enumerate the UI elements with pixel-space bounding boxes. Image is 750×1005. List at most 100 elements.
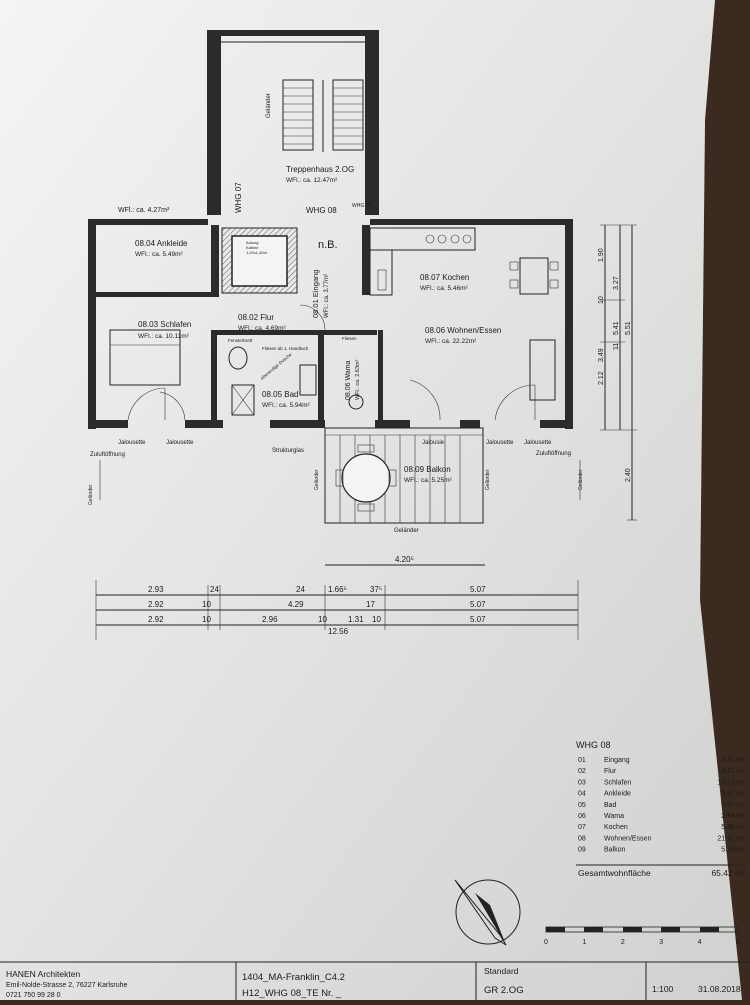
area-row-value: 4.71 m² <box>721 768 745 775</box>
balkon-name: 08.09 Balkon <box>404 465 451 474</box>
flur-name: 08.02 Flur <box>238 313 274 322</box>
area-row-room: Eingang <box>604 757 630 764</box>
area-row-room: Balkon <box>604 847 626 854</box>
right-dimension-chain: 1.90 3.27 10 5.41 5.51 3.49 2.12 11 2.40 <box>598 224 637 521</box>
dining-table <box>509 257 559 295</box>
title-block: HANEN Architekten Emil-Nolde-Strasse 2, … <box>0 961 750 1000</box>
dim-row1-4: 1.66⁵ <box>328 585 347 594</box>
area-row-value: 5.52 m² <box>721 791 745 798</box>
dim-row3-5: 1.31 <box>348 615 364 624</box>
dim-row3-6: 10 <box>372 615 381 624</box>
aufzug-line1: Aufzug <box>246 240 258 245</box>
dim-row1-6: 5.07 <box>470 585 486 594</box>
bad-name: 08.05 Bad <box>262 390 298 399</box>
dim-row2-3: 4.29 <box>288 600 304 609</box>
firm-phone: 0721 750 99 28 0 <box>6 992 61 999</box>
dim-row1-3: 24 <box>296 585 305 594</box>
area-row-value: 5.97 m² <box>721 802 745 809</box>
balcony <box>324 427 484 524</box>
fensterbrett-label: Fensterbrett <box>228 338 253 343</box>
balkon-area: WFl.: ca. 5.25m² <box>404 477 453 484</box>
scale-bar-label: 5 <box>736 939 740 946</box>
date-label: 31.08.2018 <box>698 984 741 994</box>
area-row-number: 07 <box>578 824 586 831</box>
dim-right-5: 5.51 <box>625 321 632 335</box>
dim-row3-3: 2.96 <box>262 615 278 624</box>
bottom-dimension-chain: 4.20⁵ 2.93 24 24 1.66⁵ 37⁵ 5.07 2.92 10 … <box>95 555 579 640</box>
north-arrow-icon <box>454 879 521 946</box>
dim-top: 4.20⁵ <box>395 555 414 564</box>
zuluft-right: Zuluftöffnung <box>536 451 571 457</box>
dim-total: 12.56 <box>328 627 349 636</box>
area-row-value: 2.64 m² <box>721 813 745 820</box>
flur-area: WFl.: ca. 4.69m² <box>238 325 287 332</box>
zuluft-left: Zuluftöffnung <box>90 452 125 458</box>
dim-row1-2: 24 <box>210 585 219 594</box>
area-row-value: 5.46 m² <box>721 824 745 831</box>
stair-flight-left <box>282 79 314 151</box>
area-row-value: 5.25 m² <box>721 847 745 854</box>
area-row-number: 03 <box>578 779 586 786</box>
area-row-number: 08 <box>578 835 586 842</box>
strukturglas-label: Strukturglas <box>272 448 304 454</box>
dim-row3-7: 5.07 <box>470 615 486 624</box>
dim-right-4: 5.41 <box>613 321 620 335</box>
wohnen-area: WFl.: ca. 22.22m² <box>425 338 477 345</box>
dim-row3-1: 2.92 <box>148 615 164 624</box>
area-row-number: 01 <box>578 757 586 764</box>
area-row-room: Schlafen <box>604 779 631 786</box>
whg08-label: WHG 08 <box>306 206 337 215</box>
dim-right-6: 3.49 <box>598 348 605 362</box>
dim-right-7: 2.12 <box>598 371 605 385</box>
gelaender-mid-1: Geländer <box>314 469 320 490</box>
area-row-room: Kochen <box>604 824 628 831</box>
dim-row1-5: 37⁵ <box>370 585 382 594</box>
apartment-walls <box>88 219 573 429</box>
wama-area: WFl.: ca. 2.63m² <box>355 359 361 400</box>
scale-bar-label: 0 <box>544 939 548 946</box>
fliesen-label: Fliesen <box>342 336 357 341</box>
firm-address: Emil-Nolde-Strasse 2, 76227 Karlsruhe <box>6 982 127 989</box>
dim-row2-5: 5.07 <box>470 600 486 609</box>
standard-label: Standard <box>484 966 519 976</box>
area-row-value: 21.91 m² <box>717 835 745 842</box>
area-row-number: 09 <box>578 847 586 854</box>
stair-name: Treppenhaus 2.OG <box>286 165 354 174</box>
gelaender-mid-2: Geländer <box>485 469 491 490</box>
area-row-number: 06 <box>578 813 586 820</box>
area-table-title: WHG 08 <box>576 740 611 750</box>
dim-row2-4: 17 <box>366 600 375 609</box>
area-row-room: Flur <box>604 768 617 775</box>
level-label: GR 2.OG <box>484 985 524 996</box>
handtuch-label: Fliesen ab 1. Handtuch <box>262 346 309 351</box>
jalousette-left-1: Jalousette <box>118 440 146 446</box>
area-row-room: Wohnen/Essen <box>604 835 651 842</box>
kochen-name: 08.07 Kochen <box>420 273 469 282</box>
eingang-area: WFl.: ca. 3.77m² <box>324 274 330 318</box>
scale-label: 1:100 <box>652 984 674 994</box>
jalousette-left-2: Jalousette <box>166 440 194 446</box>
area-total-value: 65.42 m² <box>711 868 745 878</box>
kitchen-counter <box>369 227 476 296</box>
jalousette-right-1: Jalousette <box>486 440 514 446</box>
area-row-number: 04 <box>578 791 586 798</box>
gelaender-bottom: Geländer <box>394 528 419 534</box>
scale-bar-label: 2 <box>621 939 625 946</box>
firm-name: HANEN Architekten <box>6 969 80 979</box>
schlafen-name: 08.03 Schlafen <box>138 320 191 329</box>
scale-bar-label: 4 <box>698 939 702 946</box>
dim-right-2: 3.27 <box>613 276 620 290</box>
dim-row2-2: 10 <box>202 600 211 609</box>
dim-row1-1: 2.93 <box>148 585 164 594</box>
sofa <box>529 339 556 401</box>
whg-small-label: WHG 08 <box>352 203 371 209</box>
aufzug-line3: 1,20x1,40m <box>246 250 268 255</box>
schlafen-area: WFl.: ca. 10.11m² <box>138 333 190 340</box>
gelaender-left: Geländer <box>88 484 94 505</box>
area-row-number: 05 <box>578 802 586 809</box>
wohnen-name: 08.06 Wohnen/Essen <box>425 326 501 335</box>
scale-bar-label: 1 <box>582 939 586 946</box>
